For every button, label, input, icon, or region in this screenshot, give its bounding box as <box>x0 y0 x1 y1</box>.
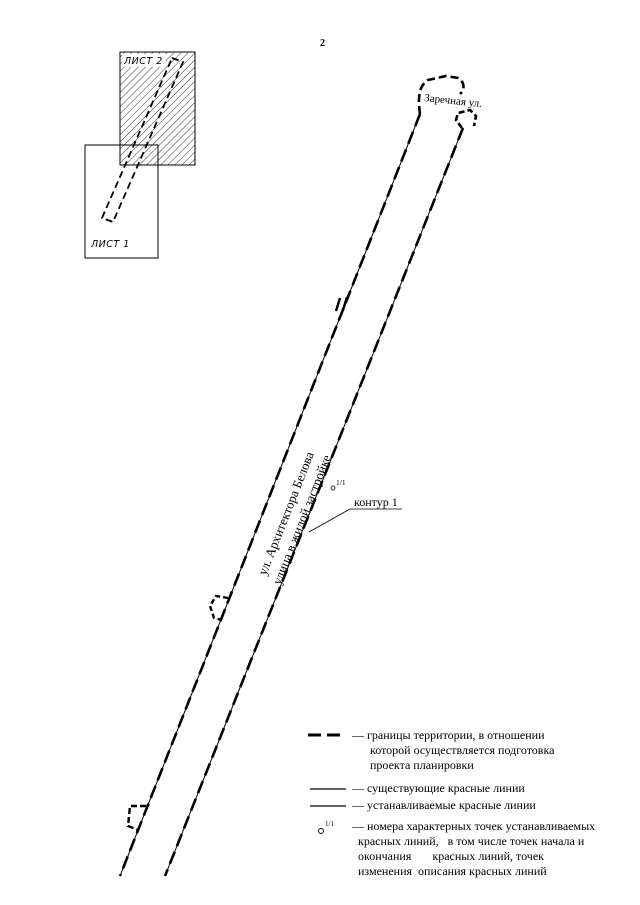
legend: — границы территории, в отношении которо… <box>308 728 595 878</box>
left-territory-boundary <box>118 113 422 877</box>
legend-boundary-text-1: — границы территории, в отношении <box>351 728 545 742</box>
contour-leader-line <box>308 508 351 533</box>
page-number: 2 <box>320 38 325 49</box>
legend-point-text-3: окончания красных линий, точек <box>358 849 544 863</box>
street-labels: ул. Архитектора Белова улица в жилой зас… <box>255 449 334 586</box>
contour-label: контур 1 <box>354 495 398 509</box>
sheet-1-label: ЛИСТ 1 <box>90 239 130 250</box>
legend-boundary-text-3: проекта планировки <box>370 758 474 772</box>
sheet-1-frame <box>84 144 159 259</box>
legend-point-text-1: — номера характерных точек устанавливаем… <box>351 819 595 833</box>
legend-point-marker-icon <box>318 828 324 834</box>
boundary-bump-middle <box>208 594 229 622</box>
right-territory-boundary <box>163 127 465 877</box>
cross-street-label: Заречная ул. <box>424 92 483 110</box>
inset-key-map: ЛИСТ 2 ЛИСТ 1 <box>84 51 196 259</box>
characteristic-point-marker <box>330 485 336 491</box>
boundary-bump-lower <box>126 804 146 832</box>
sheet-2-label-background <box>122 54 166 67</box>
boundary-jog-upper <box>334 296 349 312</box>
legend-existing-line-text: — существующие красные линии <box>351 781 525 795</box>
legend-established-line-text: — устанавливаемые красные линии <box>351 798 536 812</box>
legend-point-marker-label: 1/1 <box>325 820 334 828</box>
characteristic-point-number: 1/1 <box>336 478 346 487</box>
top-boundary-bump-right <box>454 108 478 129</box>
legend-boundary-text-2: которой осуществляется подготовка <box>370 743 555 757</box>
inset-planning-strip <box>100 56 185 224</box>
legend-point-text-4: изменения описания красных линий <box>358 864 547 878</box>
legend-point-text-2: красных линий, в том числе точек начала … <box>358 834 585 848</box>
top-boundary-bump-left <box>417 74 465 115</box>
sheet-2-label: ЛИСТ 2 <box>123 56 163 67</box>
